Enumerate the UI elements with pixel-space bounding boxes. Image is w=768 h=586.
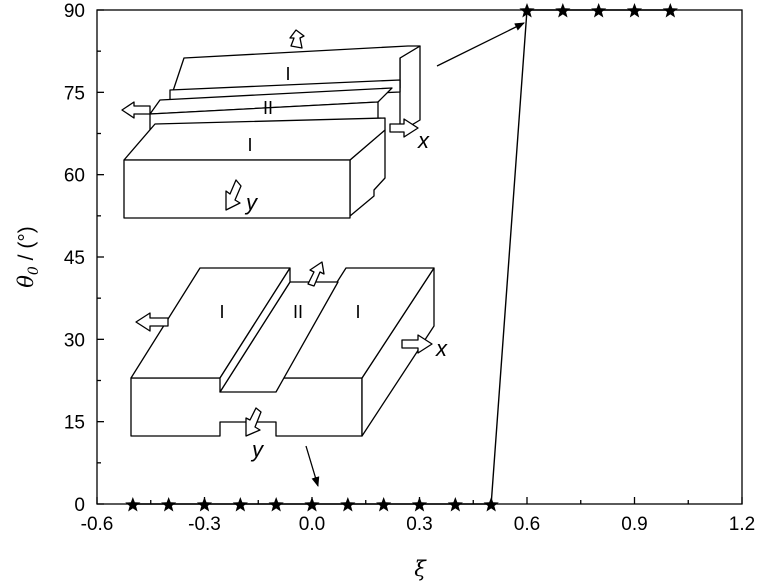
data-series (125, 3, 678, 512)
upper-front-block-top (123, 117, 386, 161)
lower-left-block-inner-face (219, 267, 291, 393)
upper-axis-y-label: y (244, 190, 259, 215)
pointer-arrow-lower (305, 445, 320, 487)
data-point-star (304, 497, 320, 512)
x-tick-label: 0.6 (514, 514, 540, 535)
data-point-star (411, 497, 428, 512)
data-point-star (340, 497, 356, 512)
axis-ticks (96, 9, 743, 505)
y-tick-label: 75 (64, 83, 85, 104)
upper-region-label-front: I (247, 135, 252, 155)
x-axis-title: ξ (414, 557, 427, 581)
lower-arrow-left (135, 312, 169, 332)
y-axis-title: θ0 / (°) (14, 226, 42, 287)
lower-region-label-left: I (219, 302, 224, 322)
y-tick-label: 90 (64, 1, 85, 22)
upper-arrow-left (121, 101, 151, 119)
data-point-star (519, 3, 535, 18)
data-point-star (555, 3, 571, 18)
series-line (132, 9, 671, 505)
y-axis-symbol: θ (14, 275, 38, 288)
data-point-star (591, 3, 607, 18)
data-point-star (626, 3, 643, 18)
x-tick-label: 0.9 (621, 514, 647, 535)
x-tick-label: 0.0 (299, 514, 325, 535)
upper-arrow-right (389, 118, 419, 138)
data-point-star (447, 497, 463, 512)
data-point-star (662, 3, 678, 18)
y-tick-label: 0 (74, 495, 85, 516)
inset-lower (130, 261, 435, 437)
data-point-star (161, 497, 177, 512)
inset-upper (121, 29, 421, 219)
axis-tick-labels: -0.6 -0.3 0.0 0.3 0.6 0.9 1.2 0 15 30 45 60 75 90 (64, 1, 755, 535)
data-point-star (483, 497, 499, 512)
data-point-star (125, 497, 141, 512)
upper-arrow-top (289, 29, 305, 49)
y-axis-unit: / (°) (15, 226, 38, 266)
y-tick-label: 30 (64, 330, 85, 351)
x-tick-label: -0.3 (188, 514, 221, 535)
data-point-star (196, 497, 213, 512)
lower-region-label-right: I (355, 302, 360, 322)
y-tick-label: 15 (64, 413, 85, 434)
x-tick-label: -0.6 (81, 514, 114, 535)
lower-region-label-middle: II (293, 302, 303, 322)
y-axis-subscript: 0 (26, 266, 42, 275)
y-tick-label: 60 (64, 166, 85, 187)
upper-back-block-right-face (399, 45, 421, 133)
x-tick-label: 0.3 (406, 514, 432, 535)
data-point-star (376, 497, 392, 512)
lower-axis-y-label: y (250, 437, 265, 462)
upper-arrow-down (225, 179, 242, 211)
lower-axis-x-label: x (435, 336, 448, 361)
y-tick-label: 45 (64, 248, 85, 269)
lower-arrow-top (307, 261, 325, 287)
pointer-arrow-upper (436, 22, 525, 67)
lower-arrow-right (401, 334, 433, 354)
lower-arrow-down (245, 407, 262, 437)
x-tick-label: 1.2 (729, 514, 755, 535)
data-point-star (268, 497, 284, 512)
upper-region-label-back: I (285, 64, 290, 84)
upper-axis-x-label: x (417, 128, 430, 153)
upper-region-label-middle: II (263, 98, 273, 118)
data-point-star (232, 497, 248, 512)
